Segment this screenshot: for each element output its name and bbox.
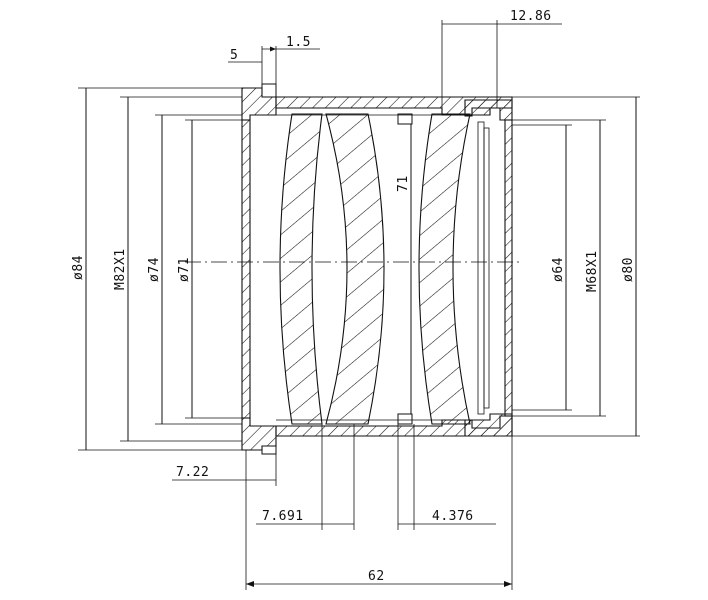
lenses	[276, 113, 471, 425]
dim-label-d64: ø64	[551, 257, 566, 282]
lens-3	[418, 113, 471, 425]
dim-label-d71: ø71	[177, 257, 192, 282]
bottom-dimensions: 7.22 7.691 4.376 62	[172, 424, 513, 590]
rear-inner-ring	[477, 121, 485, 415]
inner-71-dimension: 71	[396, 124, 412, 414]
rear-flange-bottom	[464, 415, 513, 437]
front-retaining-ring	[241, 119, 251, 419]
dim-label-m82: M82X1	[113, 248, 128, 290]
top-dimensions: 5 1.5 12.86	[228, 9, 562, 108]
dim-label-5: 5	[230, 48, 238, 63]
arrow-62-right	[504, 581, 512, 587]
left-diameter-dimensions: ø84 M82X1 ø74 ø71	[71, 87, 242, 451]
dim-label-1286: 12.86	[510, 9, 552, 24]
dim-label-d74: ø74	[147, 257, 162, 282]
rear-retainer	[504, 119, 513, 417]
arrow-62-left	[246, 581, 254, 587]
dim-label-4376: 4.376	[432, 509, 474, 524]
spacer-1	[397, 113, 413, 125]
dim-label-62: 62	[368, 569, 385, 584]
front-flange-top	[241, 87, 277, 121]
dim-label-722: 7.22	[176, 465, 209, 480]
arrow-15	[270, 46, 276, 52]
flange-step-bottom	[261, 446, 277, 455]
right-diameter-dimensions: ø64 M68X1 ø80	[512, 96, 640, 437]
lens-1	[279, 113, 323, 425]
dim-label-7691: 7.691	[262, 509, 304, 524]
spacer-2	[397, 413, 413, 425]
dim-label-m68: M68X1	[585, 250, 600, 292]
front-flange-bottom	[241, 417, 277, 451]
flange-step-top	[261, 83, 277, 97]
dim-label-71-inner: 71	[396, 175, 411, 192]
dim-label-d80: ø80	[621, 257, 636, 282]
dim-label-d84: ø84	[71, 255, 86, 280]
lens-2	[325, 113, 385, 425]
dim-label-15: 1.5	[286, 35, 311, 50]
rear-inner-ring-2	[483, 127, 490, 409]
